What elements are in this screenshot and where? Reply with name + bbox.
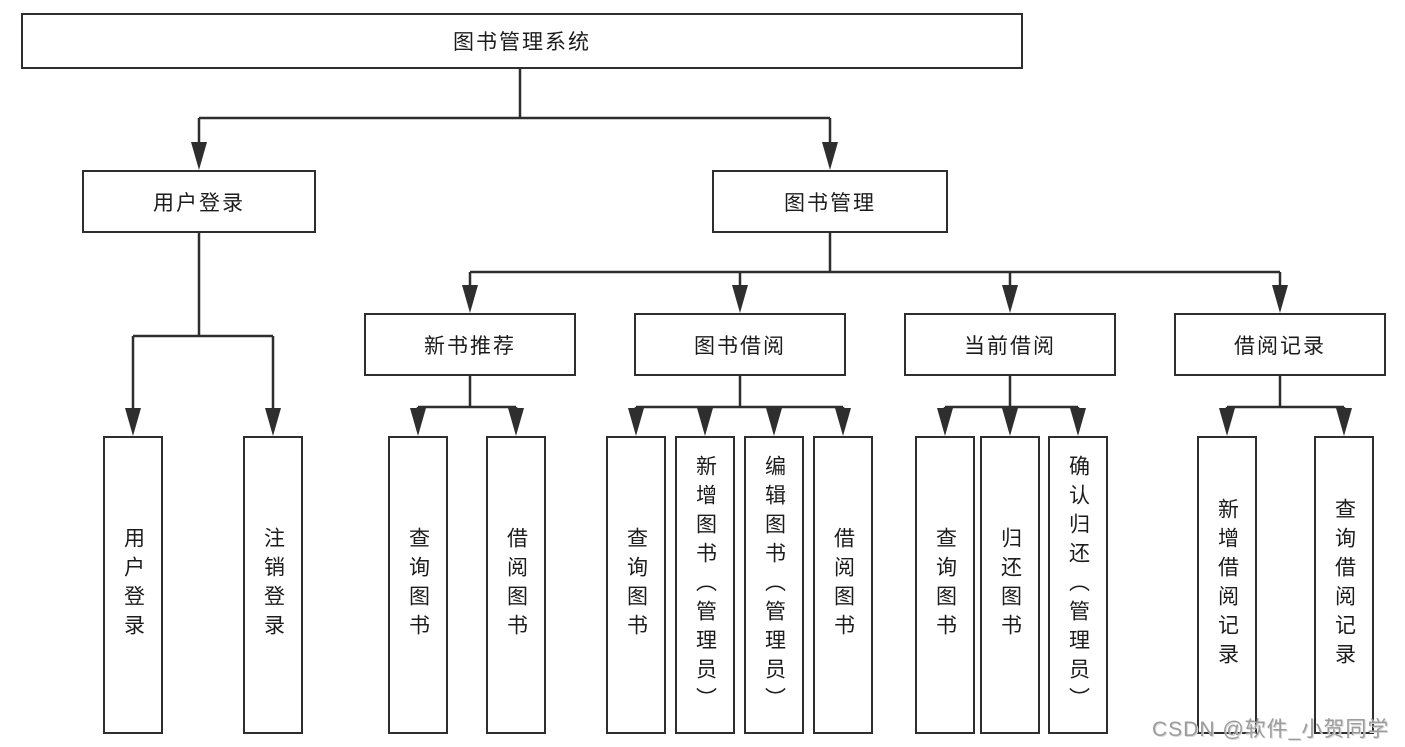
leaf-user-login-label: 用户登录 bbox=[121, 527, 145, 643]
arrowhead bbox=[628, 408, 644, 436]
arrowhead bbox=[697, 408, 713, 436]
arrowhead bbox=[1272, 285, 1288, 313]
csdn-watermark: CSDN @软件_小贺同学 bbox=[1152, 718, 1390, 741]
leaf-query-books-1: 查询图书 bbox=[388, 436, 448, 734]
node-current-borrow: 当前借阅 bbox=[904, 313, 1116, 376]
leaf-borrow-books-2-label: 借阅图书 bbox=[831, 527, 855, 643]
leaf-add-borrow-record-label: 新增借阅记录 bbox=[1215, 498, 1239, 672]
leaf-user-login: 用户登录 bbox=[103, 436, 163, 734]
leaf-query-borrow-record-label: 查询借阅记录 bbox=[1332, 498, 1356, 672]
leaf-query-books-2-label: 查询图书 bbox=[624, 527, 648, 643]
node-current-borrow-label: 当前借阅 bbox=[964, 334, 1056, 358]
node-book-borrow-label: 图书借阅 bbox=[694, 334, 786, 358]
arrowhead bbox=[835, 408, 851, 436]
node-borrow-records: 借阅记录 bbox=[1174, 313, 1386, 376]
leaf-query-books-3: 查询图书 bbox=[915, 436, 975, 734]
node-user-login: 用户登录 bbox=[82, 170, 316, 233]
leaf-query-books-3-label: 查询图书 bbox=[933, 527, 957, 643]
arrowhead bbox=[462, 285, 478, 313]
arrowhead bbox=[265, 408, 281, 436]
arrowhead bbox=[937, 408, 953, 436]
arrowhead bbox=[1002, 408, 1018, 436]
arrowhead bbox=[1219, 408, 1235, 436]
leaf-edit-books-admin: 编辑图书（管理员） bbox=[744, 436, 804, 734]
node-user-login-label: 用户登录 bbox=[153, 191, 245, 215]
leaf-borrow-books-1: 借阅图书 bbox=[486, 436, 546, 734]
arrowhead bbox=[410, 408, 426, 436]
leaf-logout: 注销登录 bbox=[243, 436, 303, 734]
leaf-confirm-return-admin: 确认归还（管理员） bbox=[1048, 436, 1108, 734]
arrowhead bbox=[191, 142, 207, 170]
leaf-confirm-return-admin-label: 确认归还（管理员） bbox=[1066, 454, 1090, 716]
leaf-logout-label: 注销登录 bbox=[261, 527, 285, 643]
leaf-query-borrow-record: 查询借阅记录 bbox=[1314, 436, 1374, 734]
leaf-borrow-books-2: 借阅图书 bbox=[813, 436, 873, 734]
arrowhead bbox=[822, 142, 838, 170]
node-root-label: 图书管理系统 bbox=[453, 31, 591, 54]
leaf-query-books-1-label: 查询图书 bbox=[406, 527, 430, 643]
node-new-book-recommend: 新书推荐 bbox=[364, 313, 576, 376]
arrowhead bbox=[1002, 285, 1018, 313]
node-borrow-records-label: 借阅记录 bbox=[1234, 334, 1326, 358]
leaf-edit-books-admin-label: 编辑图书（管理员） bbox=[762, 454, 786, 716]
leaf-query-books-2: 查询图书 bbox=[606, 436, 666, 734]
leaf-return-books-label: 归还图书 bbox=[998, 527, 1022, 643]
node-book-management: 图书管理 bbox=[712, 170, 948, 233]
node-root: 图书管理系统 bbox=[21, 13, 1023, 69]
arrowhead bbox=[732, 285, 748, 313]
arrowhead bbox=[1336, 408, 1352, 436]
leaf-borrow-books-1-label: 借阅图书 bbox=[504, 527, 528, 643]
leaf-return-books: 归还图书 bbox=[980, 436, 1040, 734]
leaf-add-books-admin: 新增图书（管理员） bbox=[675, 436, 735, 734]
arrowhead bbox=[125, 408, 141, 436]
node-new-book-recommend-label: 新书推荐 bbox=[424, 334, 516, 358]
node-book-borrow: 图书借阅 bbox=[634, 313, 846, 376]
arrowhead bbox=[766, 408, 782, 436]
leaf-add-books-admin-label: 新增图书（管理员） bbox=[693, 454, 717, 716]
arrowhead bbox=[1070, 408, 1086, 436]
node-book-management-label: 图书管理 bbox=[784, 191, 876, 215]
leaf-add-borrow-record: 新增借阅记录 bbox=[1197, 436, 1257, 734]
arrowhead bbox=[508, 408, 524, 436]
